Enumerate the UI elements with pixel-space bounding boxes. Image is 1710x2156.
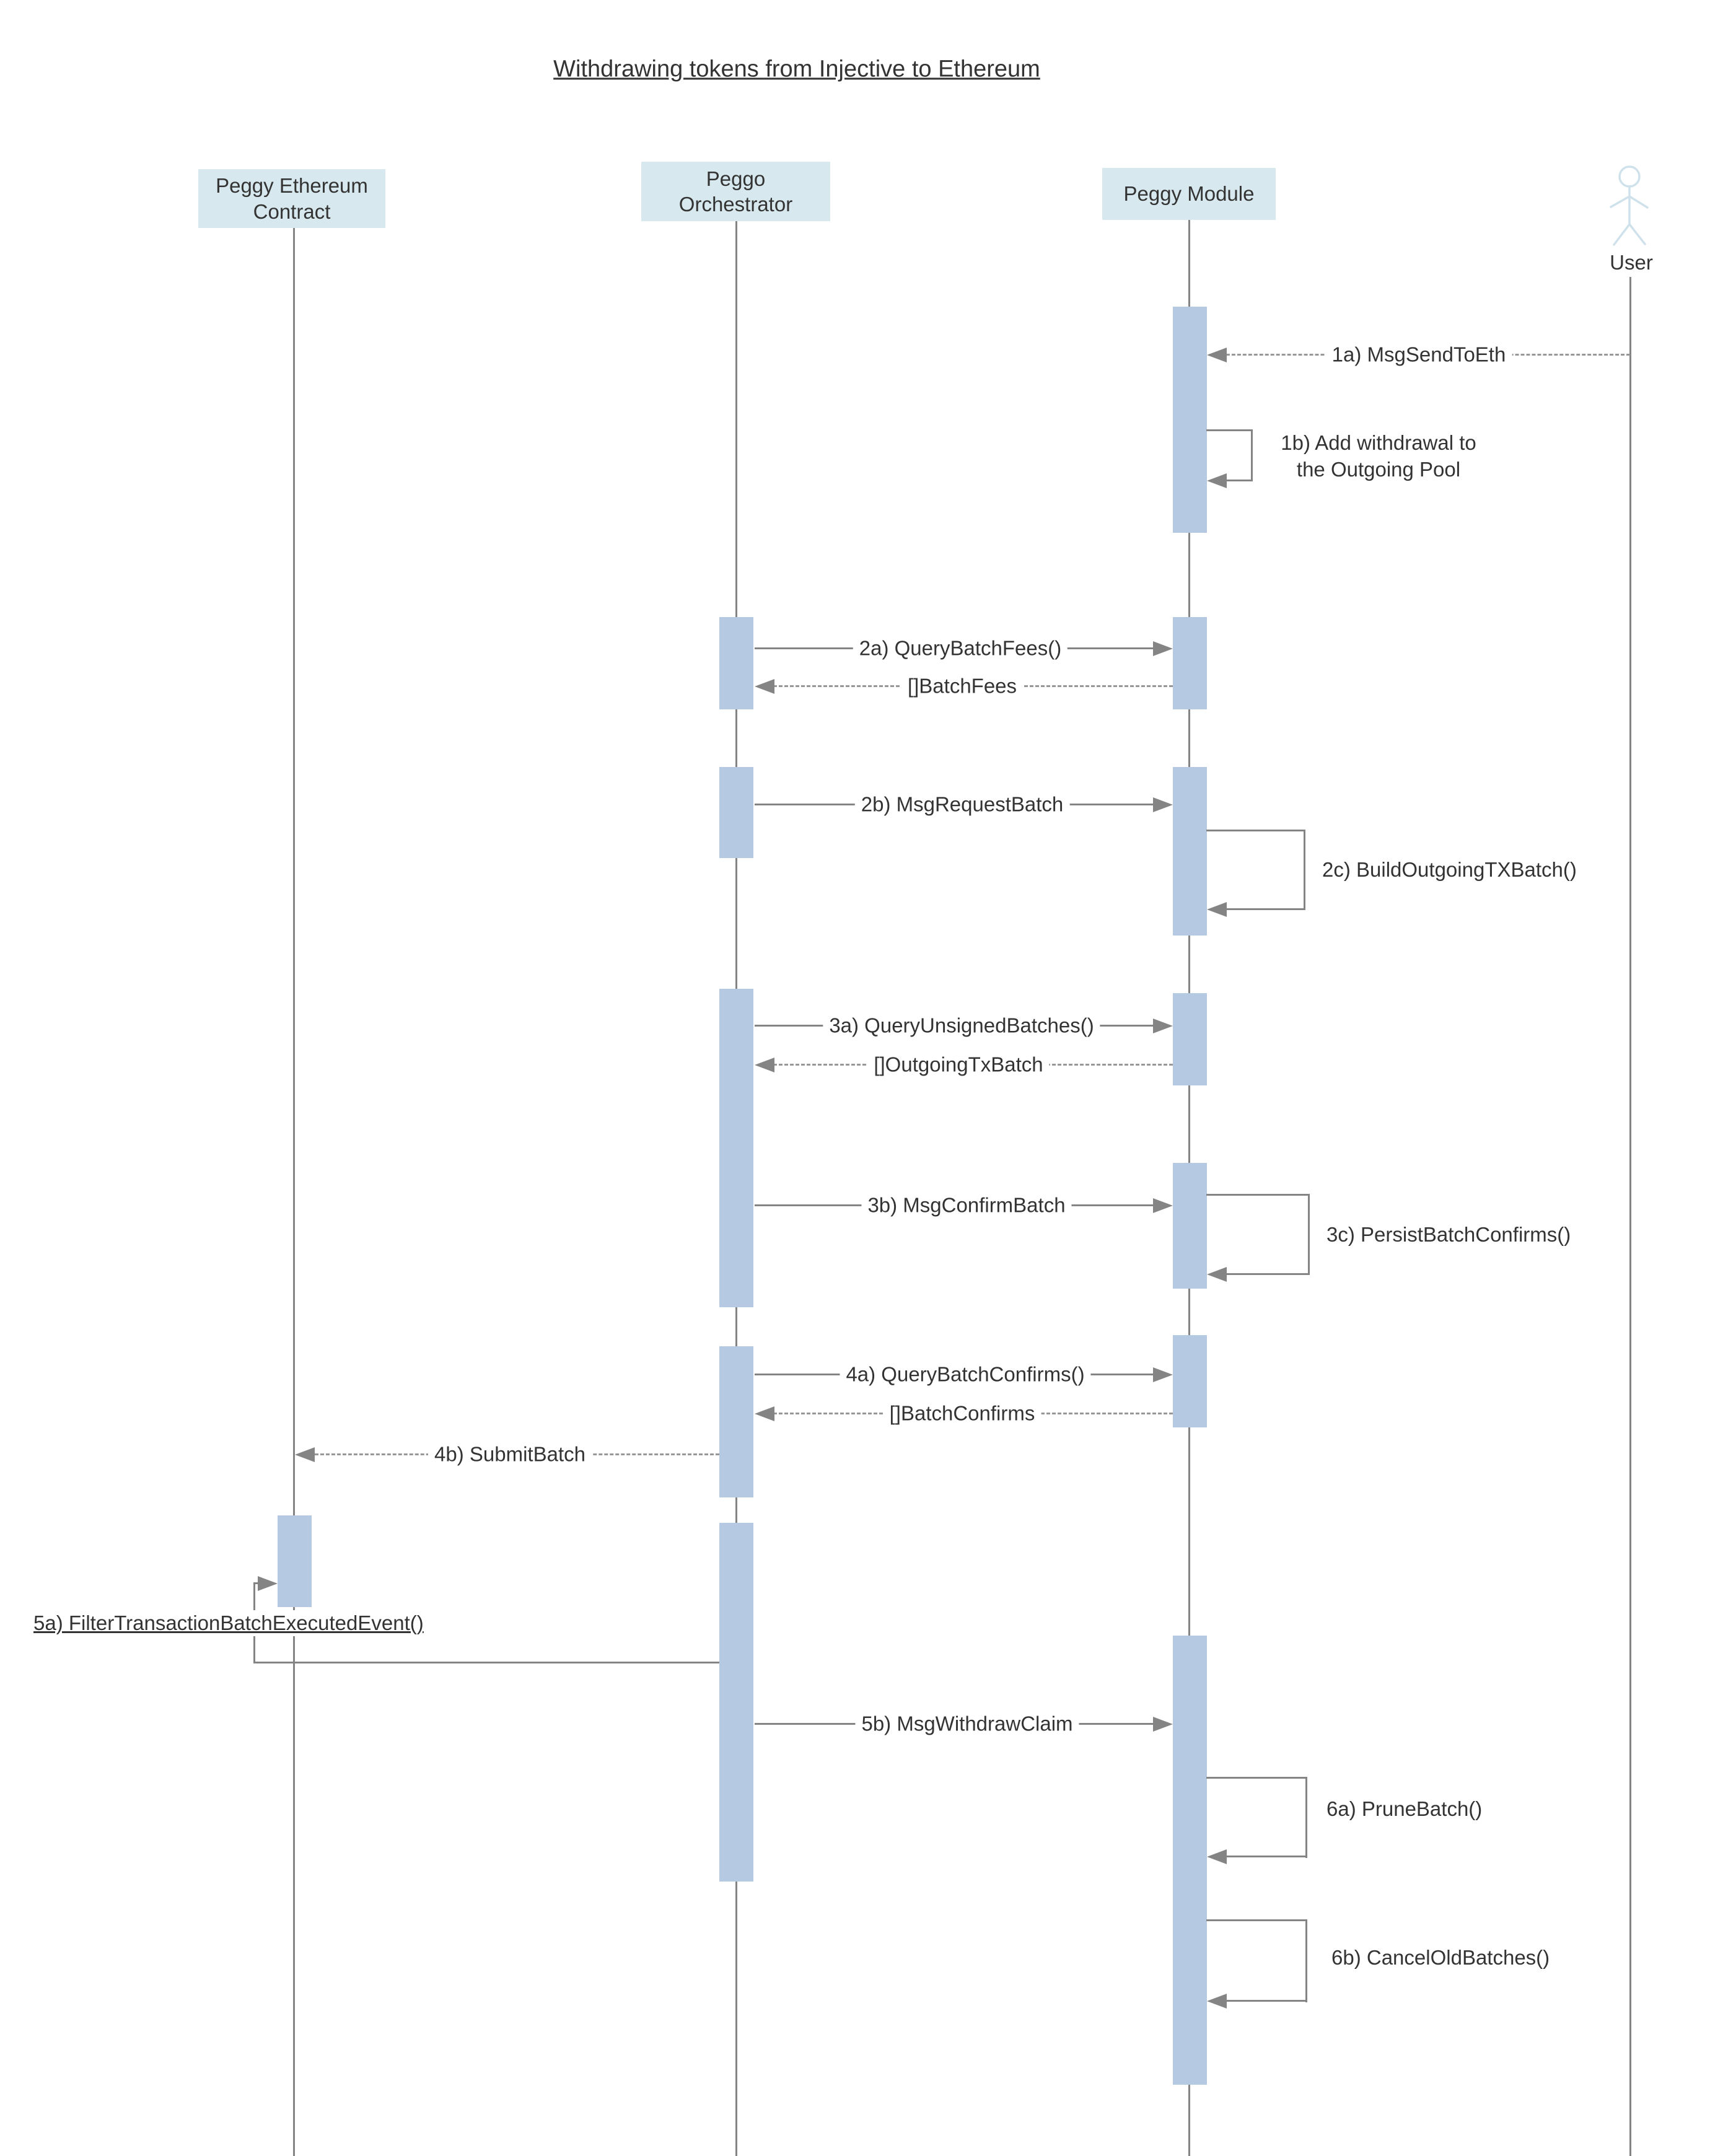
activation-bar-module-2b (1173, 767, 1207, 936)
participant-box-peggy-ethereum-contract: Peggy Ethereum Contract (198, 169, 385, 228)
message-1b-line-bottom (1225, 480, 1253, 481)
message-2c-arrowhead (1207, 902, 1227, 917)
page-title: Withdrawing tokens from Injective to Eth… (553, 56, 1040, 82)
message-2b-arrowhead (1153, 797, 1173, 812)
message-3a-arrowhead (1153, 1019, 1173, 1033)
activation-bar-orchestrator-3 (719, 989, 753, 1307)
message-4b-label: 4b) SubmitBatch (428, 1440, 592, 1470)
message-5a-label: 5a) FilterTransactionBatchExecutedEvent(… (27, 1610, 430, 1636)
message-2a-arrowhead (1153, 641, 1173, 656)
message-4a-arrowhead (1153, 1367, 1173, 1382)
message-5b-label: 5b) MsgWithdrawClaim (855, 1709, 1079, 1739)
message-3b-label: 3b) MsgConfirmBatch (861, 1191, 1072, 1220)
message-5a-line-bottom (253, 1662, 719, 1663)
message-4a-label: 4a) QueryBatchConfirms() (840, 1360, 1091, 1390)
message-5b-arrowhead (1153, 1717, 1173, 1732)
message-3c-line-top (1206, 1194, 1310, 1196)
message-6b-line-right (1305, 1919, 1307, 2002)
message-6a-arrowhead (1207, 1849, 1227, 1864)
message-6b-line-bottom (1225, 2000, 1307, 2002)
message-2c-line-bottom (1225, 908, 1305, 910)
return-2a-label: []BatchFees (901, 672, 1024, 701)
return-3a-label: []OutgoingTxBatch (867, 1050, 1050, 1080)
participant-box-peggy-module: Peggy Module (1102, 168, 1276, 220)
message-2c-line-top (1206, 830, 1305, 831)
activation-bar-orchestrator-4 (719, 1346, 753, 1497)
participant-label-user: User (1610, 251, 1653, 274)
message-6a-line-top (1206, 1777, 1307, 1779)
return-2a-arrowhead (755, 679, 774, 694)
message-6a-line-right (1305, 1777, 1307, 1858)
return-3a-arrowhead (755, 1058, 774, 1072)
message-5a-line-top (253, 1582, 261, 1584)
lifeline-user (1629, 277, 1631, 2156)
message-1b-line-top (1206, 429, 1253, 431)
message-2c-label: 2c) BuildOutgoingTXBatch() (1316, 857, 1583, 883)
return-4a-arrowhead (755, 1406, 774, 1421)
message-3c-line-bottom (1225, 1273, 1310, 1275)
message-6b-line-top (1206, 1919, 1307, 1921)
message-6b-arrowhead (1207, 1994, 1227, 2009)
activation-bar-module-2a (1173, 617, 1207, 709)
activation-bar-orchestrator-2b (719, 767, 753, 858)
activation-bar-contract-5a (278, 1515, 312, 1607)
message-2a-label: 2a) QueryBatchFees() (853, 634, 1068, 664)
return-4a-label: []BatchConfirms (883, 1399, 1041, 1429)
user-actor-icon (1610, 165, 1649, 246)
activation-bar-module-3b (1173, 1163, 1207, 1289)
activation-bar-orchestrator-5 (719, 1523, 753, 1882)
activation-bar-module-5 (1173, 1636, 1207, 2085)
message-3b-arrowhead (1153, 1198, 1173, 1213)
participant-box-peggo-orchestrator: Peggo Orchestrator (641, 162, 830, 221)
message-2b-label: 2b) MsgRequestBatch (854, 790, 1070, 820)
message-3c-arrowhead (1207, 1267, 1227, 1282)
message-3c-label: 3c) PersistBatchConfirms() (1320, 1222, 1577, 1248)
message-1b-arrowhead (1207, 473, 1227, 488)
message-1a-arrowhead (1207, 348, 1227, 362)
message-6b-label: 6b) CancelOldBatches() (1325, 1945, 1556, 1971)
activation-bar-module-3a (1173, 993, 1207, 1085)
message-4b-arrowhead (295, 1447, 315, 1462)
activation-bar-module-4a (1173, 1335, 1207, 1427)
message-1b-line-right (1251, 429, 1253, 481)
activation-bar-module-1 (1173, 307, 1207, 533)
activation-bar-orchestrator-2a (719, 617, 753, 709)
message-1b-label: 1b) Add withdrawal to the Outgoing Pool (1274, 429, 1483, 484)
lifeline-peggy-ethereum-contract (293, 228, 295, 2156)
message-6a-line-bottom (1225, 1856, 1307, 1857)
message-5a-arrowhead (258, 1576, 278, 1591)
message-2c-line-right (1304, 830, 1305, 910)
message-6a-label: 6a) PruneBatch() (1320, 1796, 1489, 1822)
message-1a-label: 1a) MsgSendToEth (1325, 340, 1512, 370)
message-3c-line-right (1308, 1194, 1310, 1275)
message-3a-label: 3a) QueryUnsignedBatches() (823, 1011, 1100, 1041)
